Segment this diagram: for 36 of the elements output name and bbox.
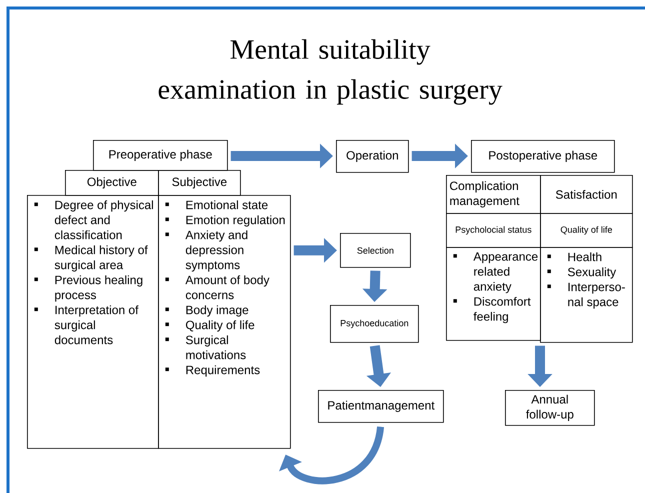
list-box [446,246,541,341]
step-box: Annual follow-up [505,390,595,426]
list-item: Emotional state [186,200,268,210]
list-item: Surgical motivations [186,335,246,360]
step-box: Operation [336,140,409,173]
phase-box: Preoperative phase [93,140,228,171]
list-box [158,194,291,449]
list-item: Health [568,252,602,262]
list-item: Requirements [186,365,260,377]
list-item: Amount of body concerns [185,275,270,300]
list-item: Previous healing process [55,275,142,302]
title: Mental suitability examination in plastic surgery [158,39,502,105]
phase-box: Postoperative phase [471,140,615,173]
step-box: Patientmanagement [318,390,444,423]
list-box [540,246,633,343]
curved-arrow [279,426,384,484]
list-item: Discomfort feeling [474,296,531,324]
list-item: Anxiety and depression symptoms [185,230,248,272]
step-box: Psychoeducation [330,305,419,343]
category-box: Subjective [158,170,241,196]
step-box: Selection [340,232,411,268]
list-item: Emotion regulation [186,215,285,227]
category-box: Objective [65,170,159,196]
list-item: Degree of physical defect and classification [54,200,153,240]
list-item: Medical history of surgical area [54,245,148,272]
list-item: Interpretation of surgical documents [54,305,138,344]
list-item: Interperso- nal space [568,282,625,309]
list-item: Quality of life [186,320,254,332]
list-item: Appearance related anxiety [473,252,538,294]
category-box: Satisfaction [540,175,633,214]
category-box: Quality of life [540,212,633,248]
category-box: Complication management [446,175,541,214]
list-item: Sexuality [568,267,616,279]
list-box [27,194,159,449]
list-item: Body image [186,305,248,317]
category-box: Psycholocial status [446,212,541,248]
